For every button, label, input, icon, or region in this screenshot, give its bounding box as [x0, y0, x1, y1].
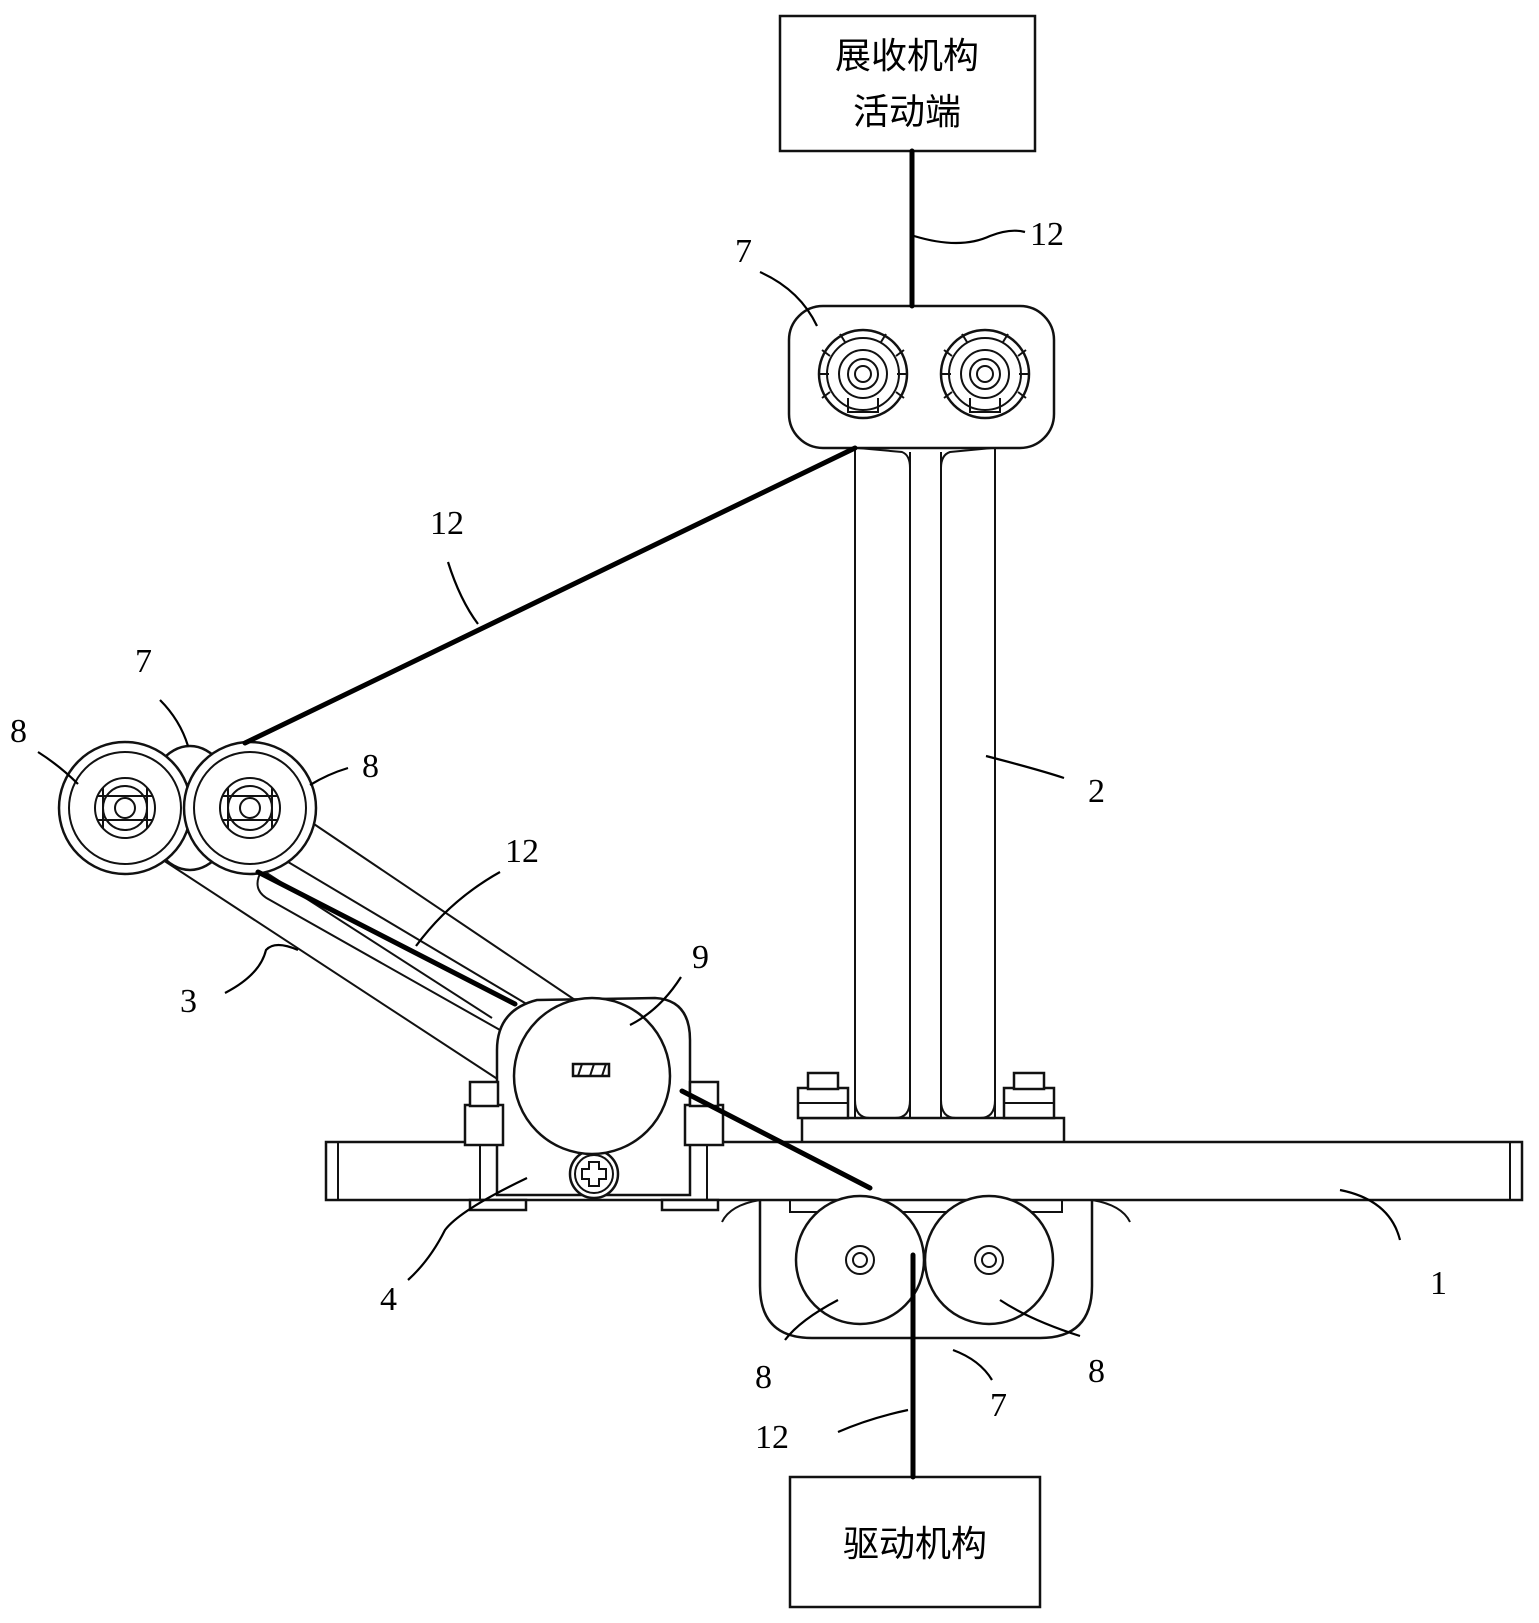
drive-box-label: 驱动机构 [843, 1524, 987, 1565]
top-left-bearing [817, 328, 909, 420]
callout-9: 9 [692, 939, 709, 976]
bottom-left-pulley [794, 1194, 926, 1326]
drive-box-frame [788, 1475, 1042, 1609]
bracket-left-bolt [468, 1080, 500, 1108]
cable-lower-diagonal [679, 1088, 873, 1191]
swing-arm [162, 819, 576, 1083]
post-left-bolt [796, 1071, 850, 1120]
drive-mechanism-box: 驱动机构 [788, 1475, 1042, 1609]
top-box-line1: 展收机构 [835, 36, 979, 77]
callout-12-mid: 12 [505, 833, 539, 870]
callout-1: 1 [1430, 1265, 1447, 1302]
callout-12-left: 12 [430, 505, 464, 542]
cable-arm-segment [255, 869, 518, 1007]
top-right-bearing [939, 328, 1031, 420]
callout-8-bottom-left: 8 [755, 1359, 772, 1396]
bottom-right-pulley [923, 1194, 1055, 1326]
callout-12-bottom: 12 [755, 1419, 789, 1456]
bracket-right-bolt [688, 1080, 720, 1108]
top-box-frame [778, 14, 1037, 153]
callout-8-bottom-right: 8 [1088, 1353, 1105, 1390]
callout-12-top: 12 [1030, 216, 1064, 253]
callout-4: 4 [380, 1281, 397, 1318]
post-base-flange [800, 1116, 1066, 1146]
callout-7-bottom: 7 [990, 1387, 1007, 1424]
top-mechanism-box: 展收机构 活动端 [778, 14, 1037, 153]
bracket-screw-icon [568, 1148, 620, 1200]
leader-lines [37, 229, 1402, 1434]
top-pulley-block [787, 304, 1056, 450]
callout-7-left: 7 [135, 643, 152, 680]
left-pulley-group [57, 740, 318, 876]
bracket-right-foot [660, 1198, 720, 1212]
post-base-bolts [796, 1071, 1056, 1120]
left-inner-pulley [182, 740, 318, 876]
callout-8-left-inner: 8 [362, 748, 379, 785]
bracket-left-nut [463, 1103, 505, 1147]
callout-8-left-outer: 8 [10, 713, 27, 750]
hinge-pulley [512, 996, 672, 1156]
top-box-line2: 活动端 [853, 92, 961, 133]
cable-diagonal-upper [242, 445, 858, 746]
callout-labels: 12 7 12 7 8 8 2 12 9 3 4 1 8 8 7 12 [10, 216, 1447, 1456]
cable [242, 148, 916, 1480]
left-outer-pulley [57, 740, 193, 876]
bottom-pulley-housing [721, 1194, 1131, 1340]
callout-3: 3 [180, 983, 197, 1020]
callout-2: 2 [1088, 773, 1105, 810]
vertical-post [800, 447, 1066, 1146]
post-right-bolt [1002, 1071, 1056, 1120]
bracket-left-foot [468, 1198, 528, 1212]
callout-7-top: 7 [735, 233, 752, 270]
